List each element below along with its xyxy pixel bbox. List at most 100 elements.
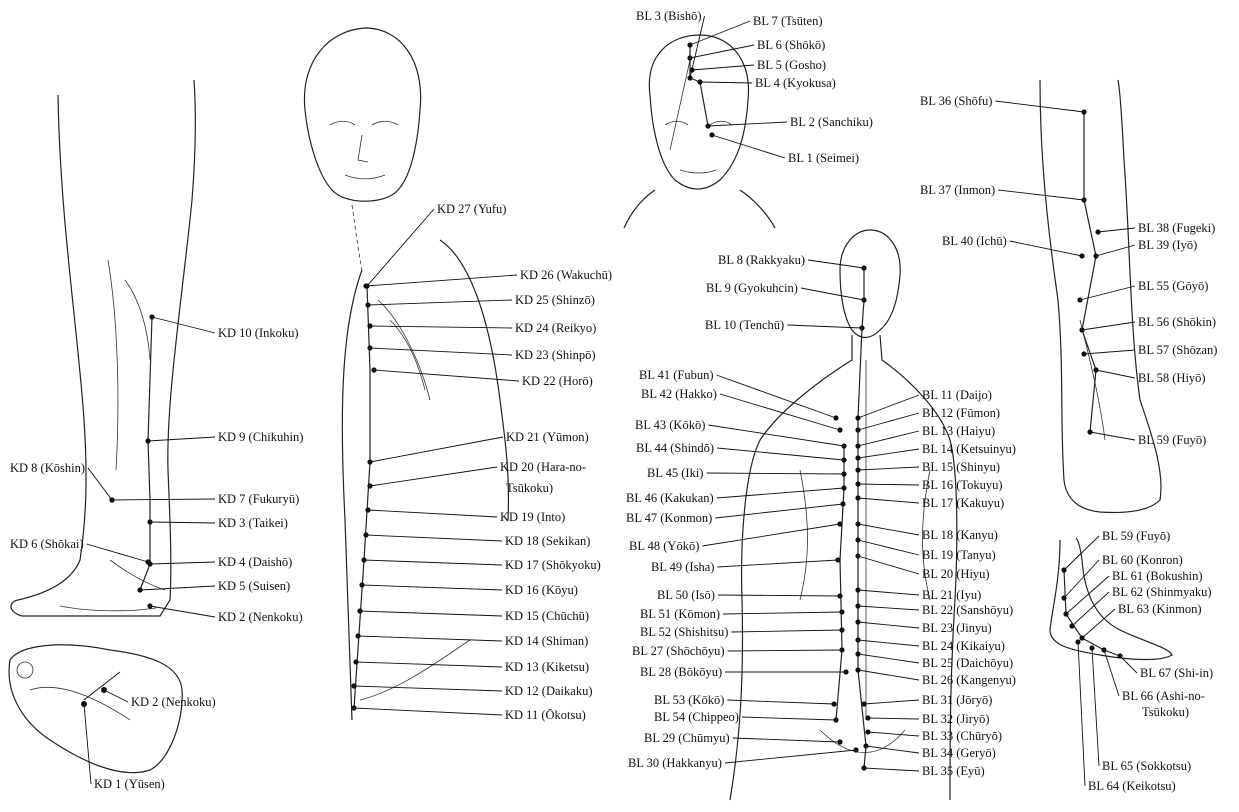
point-label: BL 2 (Sanchiku) xyxy=(790,115,873,129)
acupoint-marker xyxy=(855,415,860,420)
point-label: KD 2 (Nenkoku) xyxy=(131,695,216,709)
point-label: BL 40 (Ichū) xyxy=(942,234,1007,248)
acupoint-marker xyxy=(865,729,870,734)
acupoint-marker xyxy=(855,455,860,460)
leader-line xyxy=(801,288,864,300)
leader-line xyxy=(150,522,215,523)
leader-line xyxy=(708,122,787,126)
point-label: BL 44 (Shindō) xyxy=(636,441,714,455)
acupoint-marker xyxy=(837,739,842,744)
leader-line xyxy=(152,317,215,333)
acupoint-marker xyxy=(101,687,106,692)
point-label: KD 6 (Shōkai) xyxy=(10,537,84,551)
acupoint-marker xyxy=(697,79,702,84)
point-labels: KD 10 (Inkoku)KD 9 (Chikuhin)KD 8 (Kōshi… xyxy=(10,9,1217,793)
point-label: KD 14 (Shiman) xyxy=(505,634,588,648)
leader-line xyxy=(374,370,519,381)
leader-line xyxy=(717,560,838,567)
leader-line xyxy=(1064,536,1099,570)
leader-line xyxy=(1084,350,1135,354)
point-label: KD 26 (Wakuchū) xyxy=(520,268,612,282)
leader-line xyxy=(728,650,842,651)
bl-leg-figure xyxy=(1040,80,1161,513)
leader-line xyxy=(366,535,502,541)
leader-line xyxy=(356,662,502,667)
acupoint-marker xyxy=(861,297,866,302)
acupoint-marker xyxy=(861,701,866,706)
acupoint-marker xyxy=(1079,253,1084,258)
point-label: BL 10 (Tenchū) xyxy=(705,318,784,332)
leader-line xyxy=(858,449,919,458)
leader-line xyxy=(858,524,919,535)
acupoint-marker xyxy=(1081,109,1086,114)
acupoint-marker xyxy=(841,457,846,462)
acupoint-marker xyxy=(855,553,860,558)
point-label: BL 28 (Bōkōyu) xyxy=(640,665,722,679)
point-label: BL 18 (Kanyu) xyxy=(922,528,998,542)
acupoint-marker xyxy=(147,603,152,608)
point-label: BL 49 (Isha) xyxy=(651,560,714,574)
point-label: BL 30 (Hakkanyu) xyxy=(628,756,722,770)
point-label: KD 1 (Yūsen) xyxy=(94,777,165,791)
point-label: BL 32 (Jiryō) xyxy=(922,712,990,726)
point-label: BL 47 (Konmon) xyxy=(626,511,712,525)
point-label: BL 27 (Shōchōyu) xyxy=(632,644,725,658)
acupoint-marker xyxy=(1087,429,1092,434)
acupoint-marker xyxy=(367,345,372,350)
point-label: KD 11 (Ōkotsu) xyxy=(505,708,586,722)
leader-line xyxy=(858,654,919,663)
leader-line xyxy=(733,738,840,742)
point-label: KD 20 (Hara-no- xyxy=(500,460,586,474)
acupoint-marker xyxy=(861,765,866,770)
point-label: BL 58 (Hiyō) xyxy=(1138,371,1206,385)
kd-torso-figure xyxy=(304,28,508,720)
point-label: BL 14 (Ketsuinyu) xyxy=(922,442,1016,456)
acupoint-marker xyxy=(147,519,152,524)
acupoint-marker xyxy=(855,537,860,542)
leader-line xyxy=(715,504,843,518)
acupoint-marker xyxy=(1081,351,1086,356)
point-label: KD 21 (Yūmon) xyxy=(506,430,589,444)
point-label: BL 17 (Kakuyu) xyxy=(922,496,1004,510)
acupoint-marker xyxy=(841,471,846,476)
acupoint-marker xyxy=(839,647,844,652)
point-label: Tsūkoku) xyxy=(506,481,553,495)
acupoint-marker xyxy=(687,75,692,80)
point-label: KD 17 (Shōkyoku) xyxy=(505,558,601,572)
point-label: Tsūkoku) xyxy=(1142,705,1189,719)
point-label: KD 24 (Reikyo) xyxy=(515,321,596,335)
point-label: BL 61 (Bokushin) xyxy=(1112,569,1203,583)
acupoint-marker xyxy=(365,507,370,512)
acupoint-marker xyxy=(371,367,376,372)
leader-line xyxy=(140,586,215,590)
leader-line xyxy=(360,611,502,616)
point-label: BL 39 (Iyō) xyxy=(1138,238,1197,252)
acupoint-marker xyxy=(831,701,836,706)
point-label: KD 8 (Kōshin) xyxy=(10,461,85,475)
leader-line xyxy=(731,630,842,632)
point-label: BL 63 (Kinmon) xyxy=(1118,602,1202,616)
point-label: BL 64 (Keikotsu) xyxy=(1088,779,1176,793)
point-label: KD 15 (Chūchū) xyxy=(505,609,589,623)
point-label: BL 67 (Shi-in) xyxy=(1140,666,1213,680)
leader-line xyxy=(858,590,919,595)
acupoint-marker xyxy=(145,438,150,443)
acupoint-marker xyxy=(837,593,842,598)
leader-line xyxy=(858,467,919,470)
point-label: BL 20 (Hiyu) xyxy=(922,567,990,581)
acupoint-marker xyxy=(833,717,838,722)
leader-line xyxy=(370,467,497,486)
acupoint-marker xyxy=(1079,635,1084,640)
leader-line xyxy=(808,260,864,268)
acupoint-marker xyxy=(1081,197,1086,202)
leader-line xyxy=(354,708,502,715)
point-label: BL 51 (Kōmon) xyxy=(640,607,720,621)
point-label: KD 12 (Daikaku) xyxy=(505,684,592,698)
point-label: BL 59 (Fuyō) xyxy=(1102,529,1170,543)
acupoint-marker xyxy=(1077,297,1082,302)
point-label: BL 38 (Fugeki) xyxy=(1138,221,1215,235)
leader-line xyxy=(358,636,502,641)
acupoint-marker xyxy=(843,669,848,674)
acupoint-marker xyxy=(841,443,846,448)
